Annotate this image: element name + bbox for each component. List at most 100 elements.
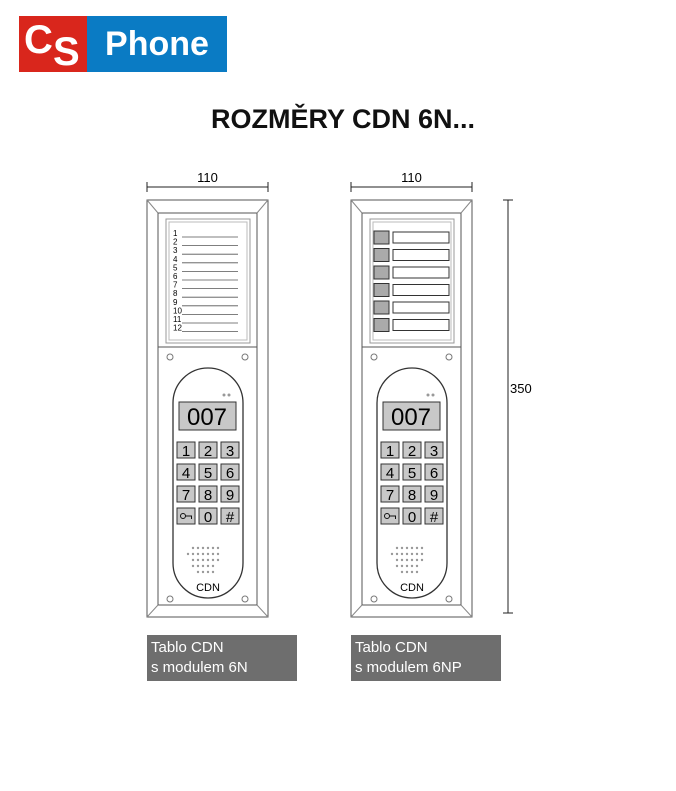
call-button bbox=[373, 300, 390, 315]
speaker-icon bbox=[400, 552, 404, 556]
keypad-key-0 bbox=[402, 507, 422, 525]
speaker-icon bbox=[206, 558, 210, 562]
keypad-key-4 bbox=[380, 463, 400, 481]
name-list-number: 2 bbox=[173, 238, 178, 247]
caption-right: Tablo CDN s modulem 6NP bbox=[351, 635, 501, 681]
speaker-icon bbox=[405, 546, 409, 550]
name-label-slot bbox=[392, 249, 450, 261]
speaker-icon bbox=[405, 570, 409, 574]
screw-icon bbox=[166, 595, 174, 603]
panel-right-bevel bbox=[460, 199, 473, 214]
name-list-number: 9 bbox=[173, 298, 178, 307]
keypad-key-1 bbox=[176, 441, 196, 459]
keypad-key-6 bbox=[220, 463, 240, 481]
keypad-key-3 bbox=[220, 441, 240, 459]
key-icon bbox=[185, 515, 192, 519]
keypad-key-label: 6 bbox=[226, 465, 234, 482]
call-button bbox=[373, 265, 390, 280]
name-list-number: 10 bbox=[173, 306, 182, 315]
panel-right-window-outer bbox=[369, 218, 455, 344]
panel-left-window-outer bbox=[165, 218, 251, 344]
speaker-icon bbox=[405, 564, 409, 568]
caption-right-line1: Tablo CDN bbox=[355, 639, 428, 656]
keypad-key-7 bbox=[380, 485, 400, 503]
keypad-key-label: 7 bbox=[182, 487, 190, 504]
panel-left-bevel bbox=[256, 604, 269, 618]
speaker-icon bbox=[211, 552, 215, 556]
keypad-key-4 bbox=[176, 463, 196, 481]
speaker-icon bbox=[415, 558, 419, 562]
speaker-icon bbox=[390, 552, 394, 556]
name-list-number: 6 bbox=[173, 272, 178, 281]
name-list-number: 8 bbox=[173, 289, 178, 298]
speaker-icon bbox=[196, 558, 200, 562]
panel-left-inner-frame bbox=[157, 212, 258, 606]
speaker-icon bbox=[211, 546, 215, 550]
dimension-width-right-label: 110 bbox=[401, 170, 422, 185]
speaker-icon bbox=[201, 564, 205, 568]
panel-left-brand: CDN bbox=[196, 582, 220, 594]
call-button bbox=[373, 318, 390, 332]
screw-icon bbox=[370, 595, 378, 603]
speaker-icon bbox=[410, 564, 414, 568]
caption-left-line1: Tablo CDN bbox=[151, 639, 224, 656]
keypad-key-label: 4 bbox=[182, 465, 190, 482]
screw-icon bbox=[445, 353, 453, 361]
speaker-icon bbox=[196, 570, 200, 574]
speaker-icon bbox=[196, 564, 200, 568]
name-label-slot bbox=[392, 266, 450, 279]
speaker-icon bbox=[201, 546, 205, 550]
name-list-number: 4 bbox=[173, 255, 178, 264]
speaker-icon bbox=[415, 546, 419, 550]
speaker-icon bbox=[196, 552, 200, 556]
logo-phone: Phone bbox=[87, 16, 227, 72]
keypad-key-label: 0 bbox=[408, 509, 416, 526]
speaker-icon bbox=[400, 564, 404, 568]
speaker-icon bbox=[206, 552, 210, 556]
call-button bbox=[373, 248, 390, 262]
caption-right-line2: s modulem 6NP bbox=[355, 659, 462, 676]
speaker-icon bbox=[400, 546, 404, 550]
camera-icon bbox=[431, 393, 435, 397]
screw-icon bbox=[166, 353, 174, 361]
name-list-number: 7 bbox=[173, 281, 178, 290]
speaker-icon bbox=[420, 546, 424, 550]
panel-right-bevel bbox=[350, 604, 363, 618]
caption-left: Tablo CDN s modulem 6N bbox=[147, 635, 297, 681]
speaker-icon bbox=[395, 558, 399, 562]
screw-icon bbox=[445, 595, 453, 603]
keypad-key-label: 4 bbox=[386, 465, 394, 482]
keypad-key-2 bbox=[402, 441, 422, 459]
call-button bbox=[373, 230, 390, 245]
speaker-icon bbox=[216, 552, 220, 556]
speaker-icon bbox=[395, 564, 399, 568]
panel-left-bevel bbox=[256, 199, 269, 214]
speaker-icon bbox=[415, 564, 419, 568]
panel-left-bevel bbox=[146, 199, 159, 214]
keypad-key-8 bbox=[402, 485, 422, 503]
speaker-icon bbox=[415, 570, 419, 574]
name-label-slot bbox=[392, 231, 450, 244]
keypad-key-3 bbox=[424, 441, 444, 459]
key-icon bbox=[389, 515, 396, 519]
panel-right-bevel bbox=[350, 199, 363, 214]
screw-icon bbox=[241, 353, 249, 361]
keypad-key-label: 1 bbox=[386, 443, 394, 460]
speaker-icon bbox=[410, 558, 414, 562]
speaker-icon bbox=[400, 570, 404, 574]
keypad-key-label: 1 bbox=[182, 443, 190, 460]
caption-left-line2: s modulem 6N bbox=[151, 659, 248, 676]
keypad-key-label: 7 bbox=[386, 487, 394, 504]
speaker-icon bbox=[410, 570, 414, 574]
speaker-icon bbox=[191, 564, 195, 568]
speaker-icon bbox=[201, 570, 205, 574]
screw-icon bbox=[241, 595, 249, 603]
keypad-key-5 bbox=[198, 463, 218, 481]
keypad-key-label: 3 bbox=[226, 443, 234, 460]
speaker-icon bbox=[211, 558, 215, 562]
name-list-number: 1 bbox=[173, 229, 178, 238]
speaker-icon bbox=[211, 564, 215, 568]
name-label-slot bbox=[392, 301, 450, 314]
screw-icon bbox=[370, 353, 378, 361]
name-label-slot bbox=[392, 319, 450, 331]
